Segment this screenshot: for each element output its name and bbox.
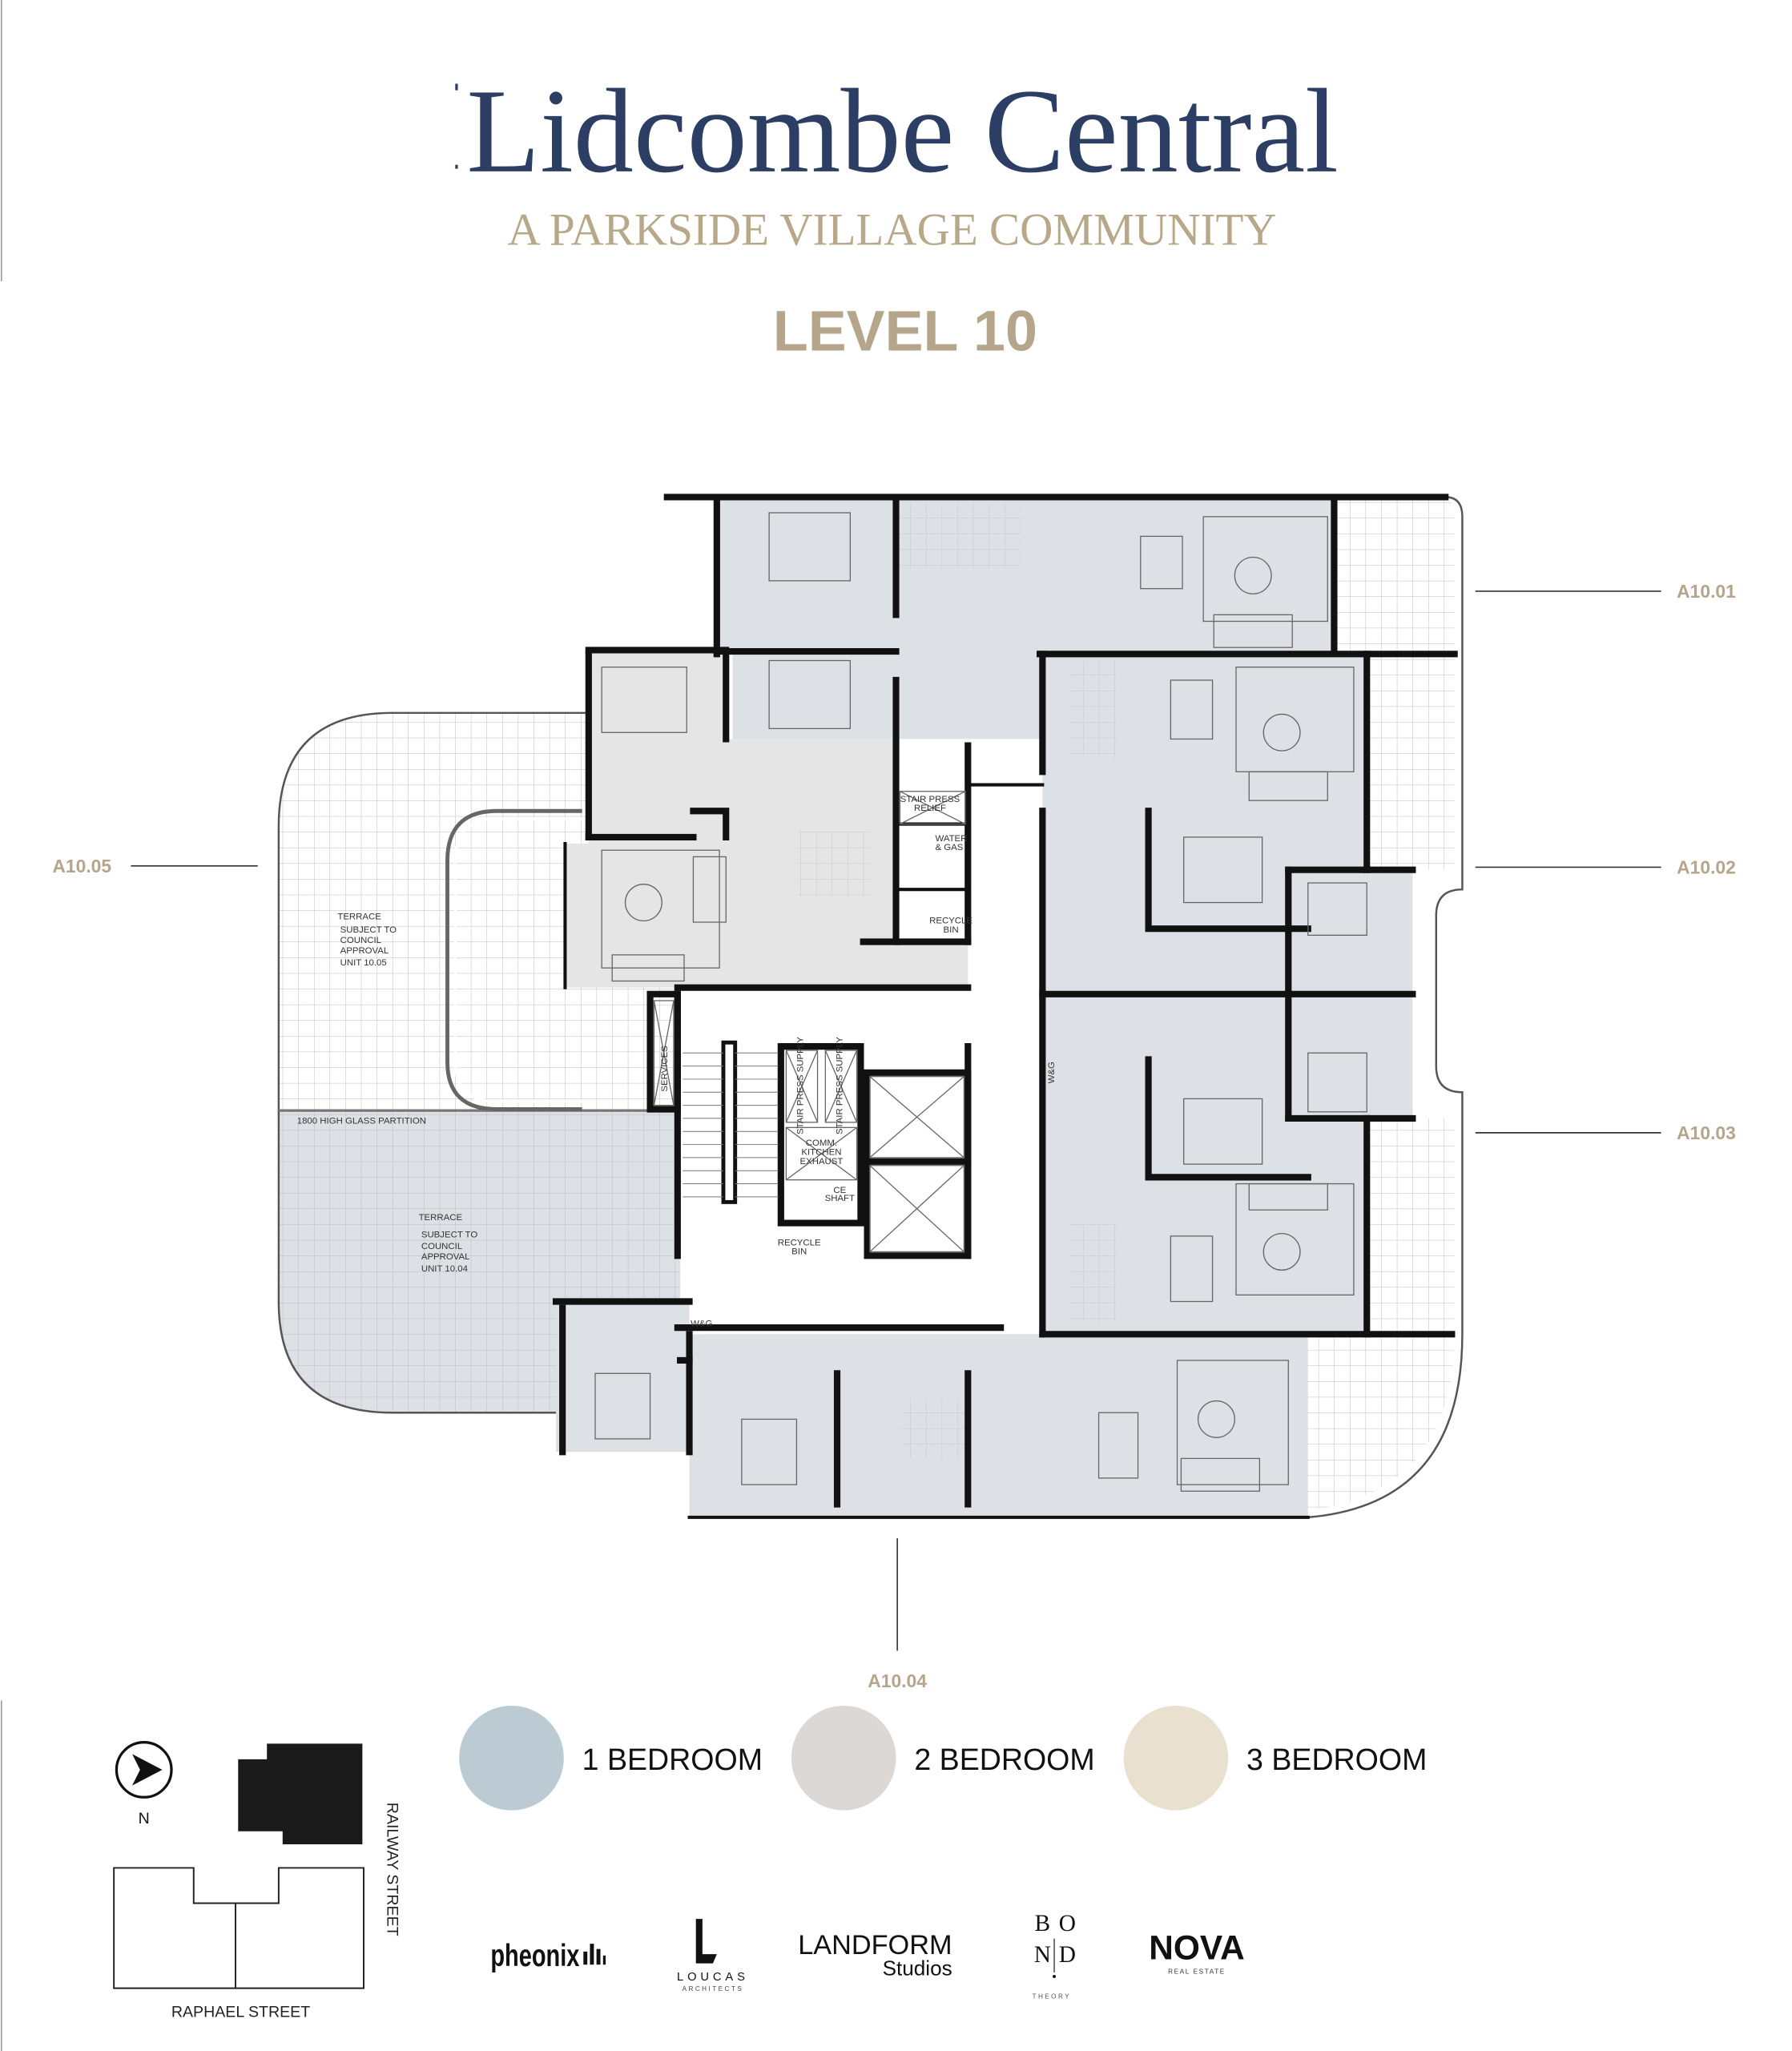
title-mark: [455, 83, 458, 91]
svg-text:KITCHEN: KITCHEN: [801, 1148, 841, 1158]
svg-text:COUNCIL: COUNCIL: [421, 1242, 462, 1251]
compass-icon: [115, 1741, 173, 1799]
partner-logos: pheonix LOUCAS ARCHITECTS LANDFORM Studi…: [490, 1911, 1244, 2001]
services-label: SERVICES: [660, 1046, 670, 1092]
svg-text:APPROVAL: APPROVAL: [340, 946, 389, 956]
svg-text:RECYCLE: RECYCLE: [929, 917, 973, 926]
unit-a10-05[interactable]: [565, 650, 968, 988]
svg-text:O: O: [1059, 1911, 1076, 1936]
nova-logo: NOVA REAL ESTATE: [1149, 1929, 1244, 1976]
svg-text:SUBJECT TO: SUBJECT TO: [340, 925, 397, 935]
svg-text:BIN: BIN: [791, 1247, 807, 1257]
comm-kitchen-exhaust-label: COMM. KITCHEN EXHAUST: [800, 1138, 844, 1167]
svg-text:RELIEF: RELIEF: [914, 804, 946, 813]
svg-text:D: D: [1059, 1942, 1076, 1968]
svg-text:REAL ESTATE: REAL ESTATE: [1168, 1968, 1226, 1976]
unit-label-a10-05[interactable]: A10.05: [52, 856, 111, 876]
unit-label-a10-04[interactable]: A10.04: [868, 1670, 927, 1691]
svg-text:N: N: [1034, 1942, 1051, 1968]
stair-press-supply-label: STAIR PRESS SUPPLY: [796, 1037, 806, 1134]
bond-theory-logo: B O N D THEORY: [1033, 1911, 1076, 2001]
north-arrow-icon: [132, 1754, 163, 1786]
floor-plan: TERRACE SUBJECT TO COUNCIL APPROVAL UNIT…: [277, 494, 1464, 1519]
loucas-logo: LOUCAS ARCHITECTS: [677, 1919, 749, 1993]
title-mark: [455, 164, 458, 169]
legend-label: 3 BEDROOM: [1246, 1743, 1427, 1776]
svg-text:LOUCAS: LOUCAS: [677, 1971, 749, 1984]
svg-text:COMM.: COMM.: [806, 1138, 837, 1148]
legend-swatch-3-bedroom: [1123, 1705, 1229, 1811]
recycle-bin-label: RECYCLE BIN: [778, 1238, 821, 1256]
unit-label-a10-03[interactable]: A10.03: [1677, 1122, 1736, 1143]
svg-text:LANDFORM: LANDFORM: [798, 1930, 952, 1960]
svg-text:pheonix: pheonix: [490, 1939, 579, 1973]
svg-text:APPROVAL: APPROVAL: [421, 1252, 470, 1262]
railway-street-label: RAILWAY STREET: [383, 1803, 401, 1936]
furniture: [594, 512, 1367, 1492]
recycle-bin-label: RECYCLE BIN: [929, 917, 973, 935]
pheonix-logo: pheonix: [490, 1939, 606, 1973]
unit-label-a10-01[interactable]: A10.01: [1677, 581, 1736, 602]
legend-label: 2 BEDROOM: [914, 1743, 1094, 1776]
svg-text:SUBJECT TO: SUBJECT TO: [421, 1230, 477, 1239]
site-key: N RAILWAY STREET RAPHAEL STREET: [113, 1741, 401, 2021]
svg-text:& GAS: & GAS: [935, 843, 963, 852]
landform-logo: LANDFORM Studios: [798, 1930, 952, 1980]
legend: 1 BEDROOM 2 BEDROOM 3 BEDROOM: [459, 1705, 1427, 1811]
svg-text:SHAFT: SHAFT: [825, 1194, 855, 1203]
svg-text:UNIT 10.04: UNIT 10.04: [421, 1264, 469, 1274]
project-title: Lidcombe Central: [466, 65, 1338, 198]
terrace-label-10-04: TERRACE SUBJECT TO COUNCIL APPROVAL UNIT…: [419, 1213, 478, 1274]
unit-label-a10-02[interactable]: A10.02: [1677, 857, 1736, 878]
glass-partition-label: 1800 HIGH GLASS PARTITION: [297, 1116, 426, 1126]
svg-text:WATER: WATER: [935, 834, 967, 844]
legend-swatch-2-bedroom: [791, 1705, 896, 1811]
stair-press-relief-label: STAIR PRESS RELIEF: [900, 795, 960, 813]
lifts: [653, 791, 966, 1253]
svg-text:CE: CE: [833, 1186, 846, 1195]
terrace-label-10-05: TERRACE SUBJECT TO COUNCIL APPROVAL UNIT…: [337, 913, 397, 968]
svg-text:COUNCIL: COUNCIL: [340, 936, 381, 945]
unit-callouts: A10.01 A10.02 A10.03 A10.04 A10.05: [52, 581, 1736, 1691]
svg-text:B: B: [1035, 1911, 1051, 1936]
legend-swatch-1-bedroom: [459, 1705, 564, 1811]
legend-label: 1 BEDROOM: [582, 1743, 763, 1776]
project-subtitle: A PARKSIDE VILLAGE COMMUNITY: [508, 204, 1277, 255]
ce-shaft-label: CE SHAFT: [825, 1186, 855, 1203]
wg-label: W&G: [691, 1320, 712, 1329]
svg-text:EXHAUST: EXHAUST: [800, 1157, 844, 1167]
unit-a10-02[interactable]: [1042, 654, 1413, 994]
svg-text:UNIT 10.05: UNIT 10.05: [340, 958, 387, 968]
unit-a10-01[interactable]: [716, 499, 1335, 739]
svg-text:THEORY: THEORY: [1033, 1993, 1072, 2001]
svg-text:TERRACE: TERRACE: [337, 913, 381, 922]
svg-text:STAIR PRESS: STAIR PRESS: [900, 795, 960, 804]
site-building-block: [238, 1743, 363, 1845]
north-label: N: [139, 1810, 150, 1827]
level-title: LEVEL 10: [773, 300, 1037, 364]
svg-text:NOVA: NOVA: [1149, 1929, 1244, 1967]
svg-text:TERRACE: TERRACE: [419, 1213, 463, 1223]
stair-press-supply-label: STAIR PRESS SUPPLY: [836, 1037, 845, 1134]
svg-text:BIN: BIN: [944, 925, 959, 935]
wg-label: W&G: [1047, 1062, 1057, 1083]
stairs: [683, 1040, 779, 1204]
water-gas-label: WATER & GAS: [935, 834, 967, 852]
svg-text:ARCHITECTS: ARCHITECTS: [683, 1985, 744, 1993]
svg-text:RECYCLE: RECYCLE: [778, 1238, 821, 1247]
raphael-street-label: RAPHAEL STREET: [171, 2004, 310, 2021]
svg-text:Studios: Studios: [883, 1956, 952, 1980]
